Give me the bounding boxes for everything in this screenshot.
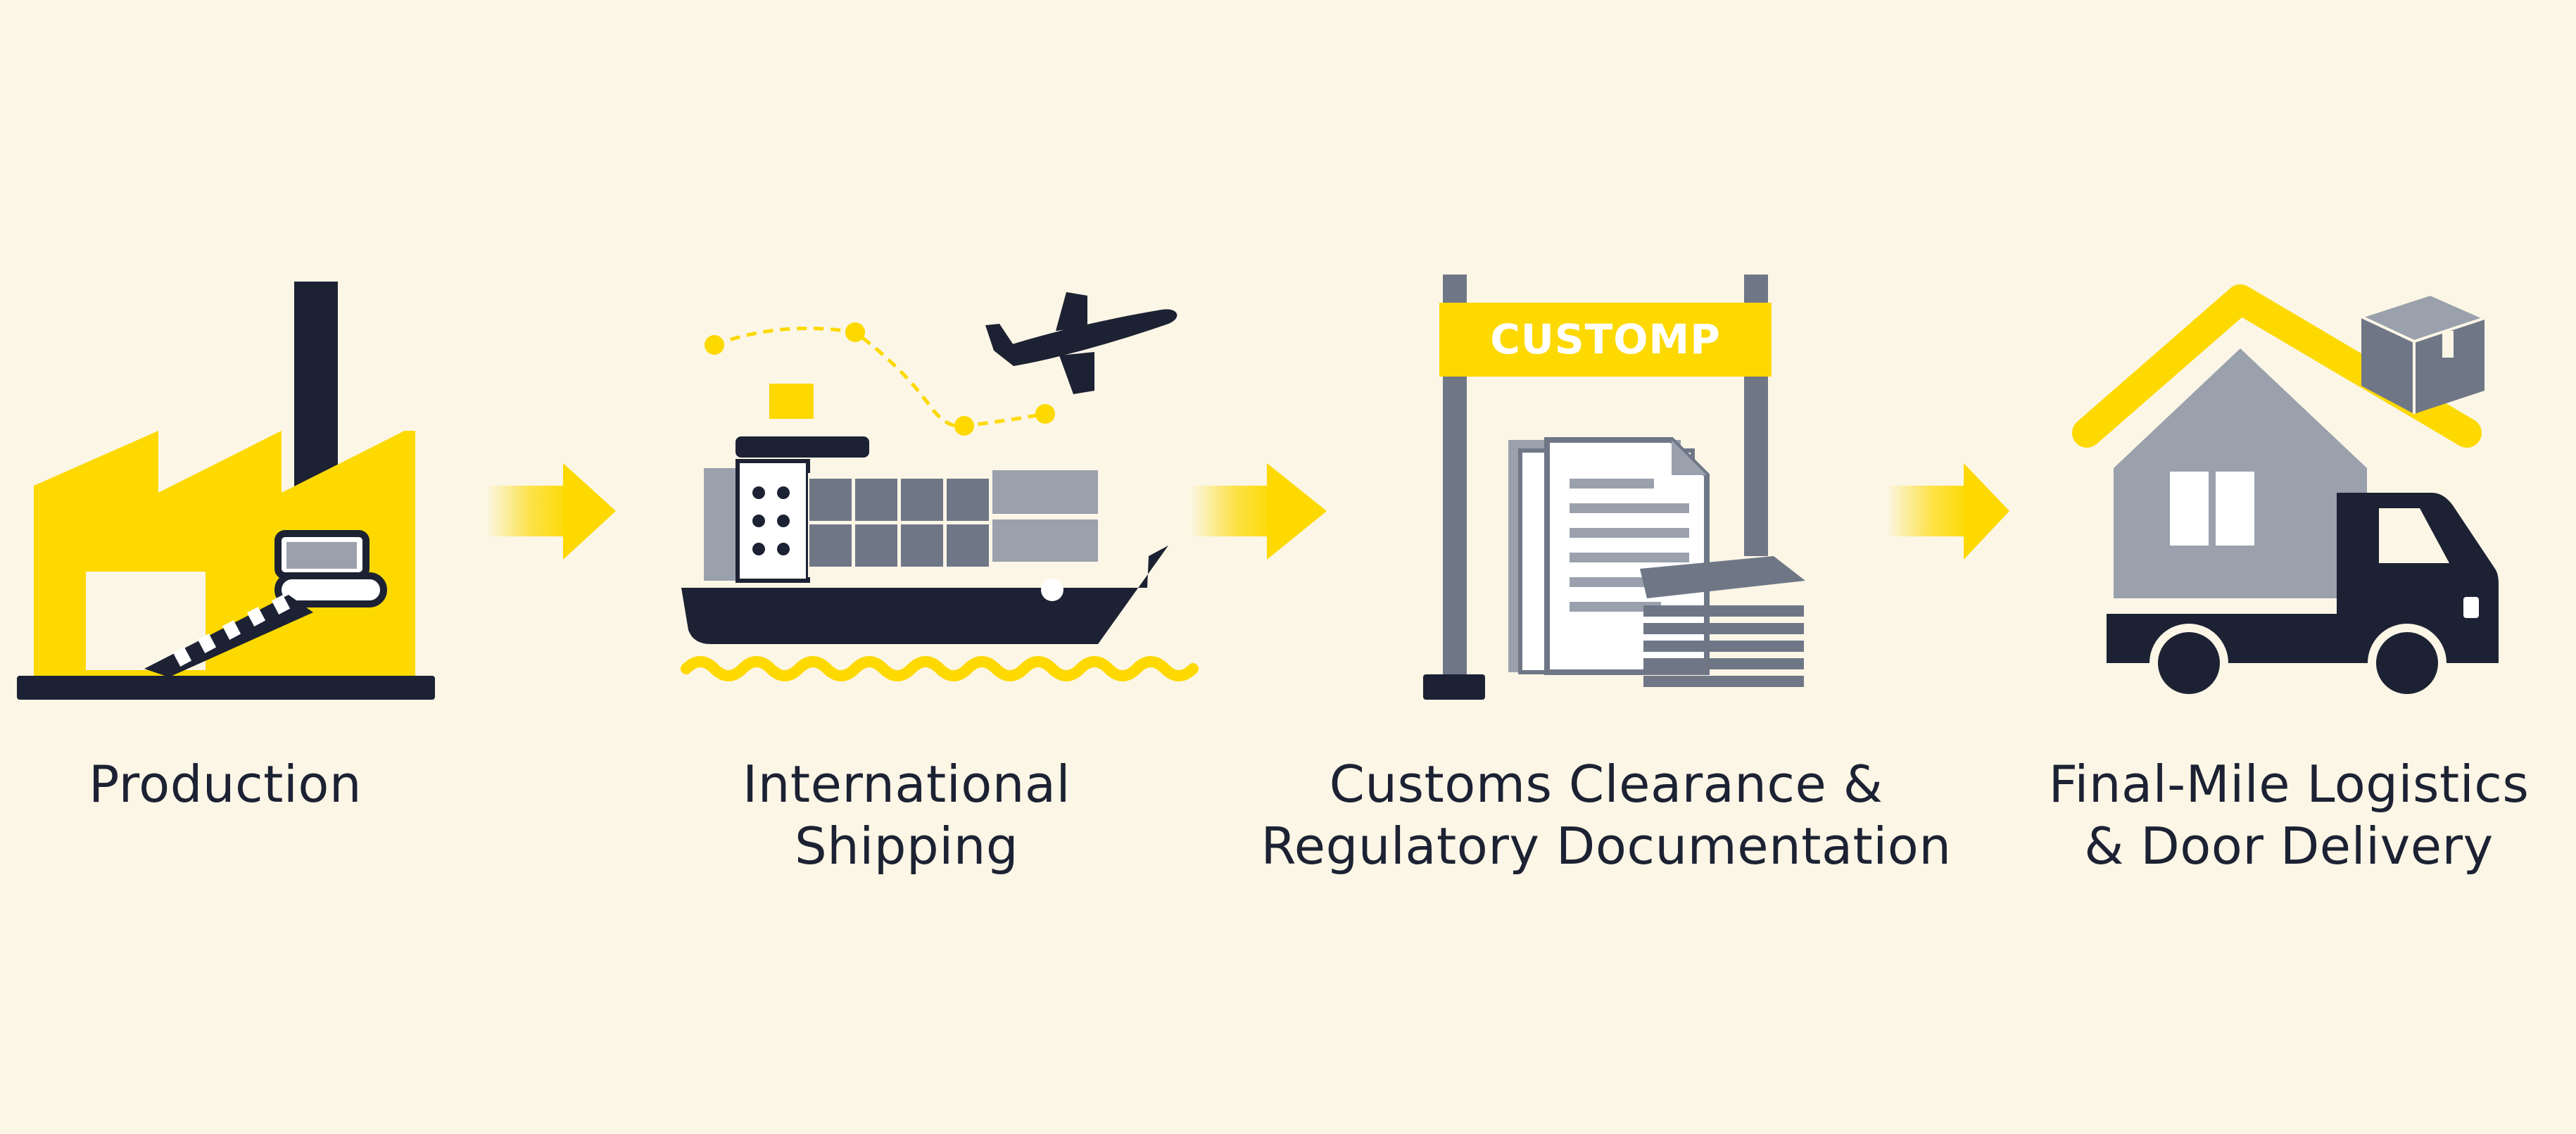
customs-sign-text: CUSTOMP	[1490, 315, 1721, 363]
delivery-truck-icon	[2107, 493, 2499, 703]
step-label-shipping: International Shipping	[555, 753, 1258, 877]
step-label-line: Regulatory Documentation	[1261, 817, 1952, 876]
step-label-line: & Door Delivery	[2084, 817, 2494, 876]
step-label-line: Final-Mile Logistics	[2048, 755, 2530, 814]
house-truck-package-icon	[2072, 284, 2499, 703]
factory-icon	[17, 282, 435, 700]
step-label-line: Production	[88, 755, 362, 814]
step-label-customs: Customs Clearance & Regulatory Documenta…	[1254, 753, 1958, 877]
airplane-icon	[985, 292, 1177, 394]
customs-gate-documents-icon	[1423, 275, 1805, 700]
arrow-right-icon	[1886, 463, 2009, 560]
arrow-right-icon	[486, 463, 616, 560]
package-icon	[2357, 292, 2489, 414]
step-label-line: Customs Clearance &	[1329, 755, 1883, 814]
arrow-right-icon	[1189, 463, 1327, 560]
step-label-delivery: Final-Mile Logistics & Door Delivery	[1937, 753, 2576, 877]
cargo-ship-and-airplane-icon	[681, 292, 1199, 681]
step-label-line: Shipping	[794, 817, 1019, 876]
step-label-production: Production	[0, 753, 577, 815]
step-label-line: International	[742, 755, 1071, 814]
